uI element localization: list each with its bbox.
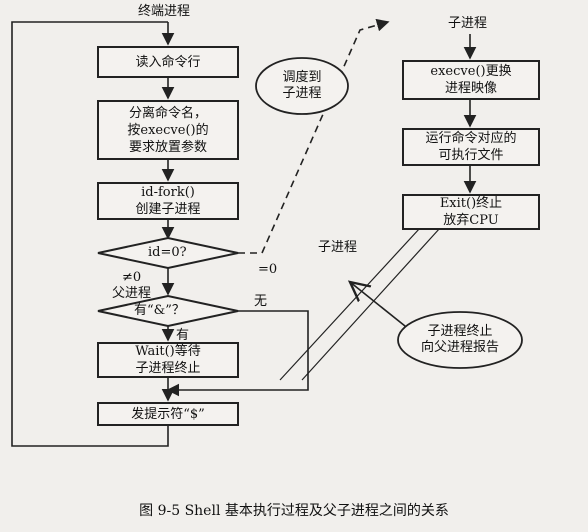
edge-label-eq-zero: =0	[258, 262, 278, 277]
edge-label-yes: 有	[176, 328, 190, 343]
oval-schedule-shape	[255, 57, 349, 115]
box-exit: Exit()终止 放弃CPU	[402, 194, 540, 230]
decision-amp-shape	[97, 294, 239, 328]
arrow-report	[350, 282, 411, 331]
decision-amp-label: 有“&”？	[134, 303, 185, 318]
report-line-2	[301, 227, 441, 381]
oval-schedule-label: 调度到 子进程	[282, 70, 322, 101]
edge-label-child: 子进程	[318, 240, 358, 255]
oval-report-shape	[397, 311, 523, 369]
report-line-1	[279, 227, 421, 381]
arrow-amp-no	[166, 310, 309, 397]
child-title: 子进程	[448, 16, 488, 31]
edge-label-parent: 父进程	[112, 286, 152, 301]
box-read-command: 读入命令行	[97, 46, 239, 78]
box-fork: id-fork() 创建子进程	[97, 182, 239, 220]
box-prompt: 发提示符“$”	[97, 402, 239, 426]
box-run-executable: 运行命令对应的 可执行文件	[402, 128, 540, 166]
edge-label-neq-zero: ≠0	[122, 270, 142, 285]
dashed-schedule-line	[238, 18, 390, 254]
decision-id-label: id=0?	[148, 245, 187, 260]
figure-caption: 图 9-5 Shell 基本执行过程及父子进程之间的关系	[139, 503, 449, 519]
box-execve: execve()更换 进程映像	[402, 60, 540, 100]
box-parse-command: 分离命令名， 按execve()的 要求放置参数	[97, 100, 239, 160]
box-wait: Wait()等待 子进程终止	[97, 342, 239, 378]
loop-back-line	[11, 21, 169, 447]
edge-label-no: 无	[254, 294, 268, 309]
oval-report-label: 子进程终止 向父进程报告	[420, 324, 499, 355]
decision-id-shape	[97, 236, 239, 270]
start-title: 终端进程	[138, 4, 191, 19]
